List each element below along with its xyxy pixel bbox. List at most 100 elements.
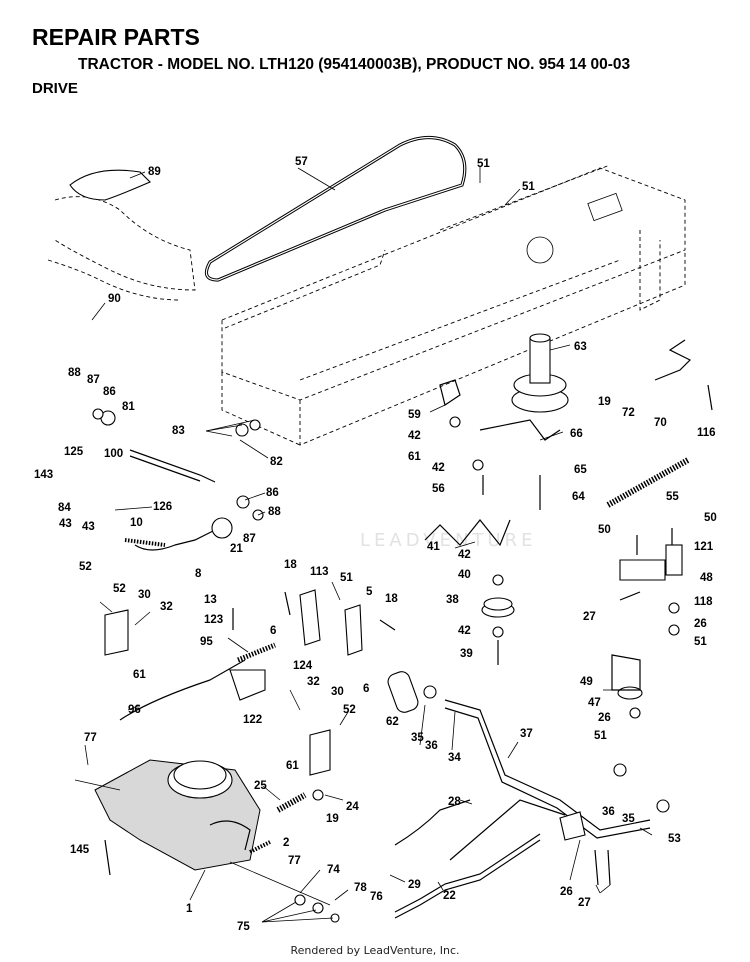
callout-30: 30 bbox=[331, 686, 344, 698]
callout-18: 18 bbox=[385, 593, 398, 605]
callout-74: 74 bbox=[327, 864, 340, 876]
callout-87: 87 bbox=[243, 533, 256, 545]
callout-121: 121 bbox=[694, 541, 714, 553]
callout-42: 42 bbox=[408, 430, 421, 442]
callout-51: 51 bbox=[340, 572, 353, 584]
callout-25: 25 bbox=[254, 780, 267, 792]
leader-lines bbox=[84, 167, 653, 923]
callout-labels: 89 57 51 51 90 63 19 72 70 116 88 87 86 … bbox=[34, 156, 717, 933]
callout-83: 83 bbox=[172, 425, 185, 437]
callout-35: 35 bbox=[411, 732, 424, 744]
callout-143: 143 bbox=[34, 469, 53, 481]
callout-89: 89 bbox=[148, 166, 161, 178]
callout-72: 72 bbox=[622, 407, 635, 419]
callout-41: 41 bbox=[427, 541, 440, 553]
callout-42: 42 bbox=[432, 462, 445, 474]
callout-95: 95 bbox=[200, 636, 213, 648]
callout-82: 82 bbox=[270, 456, 283, 468]
callout-100: 100 bbox=[104, 448, 123, 460]
clutch-pulley bbox=[511, 333, 569, 413]
callout-123: 123 bbox=[204, 614, 223, 626]
callout-61: 61 bbox=[408, 451, 421, 463]
callout-61: 61 bbox=[286, 760, 299, 772]
callout-116: 116 bbox=[697, 427, 716, 439]
idler-pulleys bbox=[481, 597, 643, 700]
section-label: DRIVE bbox=[32, 80, 78, 97]
callout-55: 55 bbox=[666, 491, 679, 503]
callout-34: 34 bbox=[448, 752, 461, 764]
callout-28: 28 bbox=[448, 796, 461, 808]
callout-81: 81 bbox=[122, 401, 135, 413]
callout-30: 30 bbox=[138, 589, 151, 601]
callout-37: 37 bbox=[520, 728, 533, 740]
callout-76: 76 bbox=[370, 891, 383, 903]
callout-40: 40 bbox=[458, 569, 471, 581]
callout-32: 32 bbox=[307, 676, 320, 688]
small-springs bbox=[124, 538, 307, 854]
callout-70: 70 bbox=[654, 417, 667, 429]
callout-26: 26 bbox=[560, 886, 573, 898]
callout-65: 65 bbox=[574, 464, 587, 476]
callout-13: 13 bbox=[204, 594, 217, 606]
callout-51: 51 bbox=[694, 636, 707, 648]
callout-86: 86 bbox=[266, 487, 279, 499]
callout-47: 47 bbox=[588, 697, 601, 709]
callout-49: 49 bbox=[580, 676, 593, 688]
callout-18: 18 bbox=[284, 559, 297, 571]
callout-77: 77 bbox=[84, 732, 97, 744]
brackets bbox=[104, 544, 683, 841]
callout-29: 29 bbox=[408, 879, 421, 891]
callout-43: 43 bbox=[59, 518, 72, 530]
callout-88: 88 bbox=[68, 367, 81, 379]
callout-50: 50 bbox=[598, 524, 611, 536]
callout-52: 52 bbox=[113, 583, 126, 595]
callout-10: 10 bbox=[130, 517, 143, 529]
model-subtitle: TRACTOR - MODEL NO. LTH120 (954140003B),… bbox=[78, 56, 631, 73]
callout-8: 8 bbox=[195, 568, 202, 580]
callout-52: 52 bbox=[79, 561, 92, 573]
callout-145: 145 bbox=[70, 844, 90, 856]
callout-113: 113 bbox=[310, 566, 329, 578]
callout-36: 36 bbox=[425, 740, 438, 752]
callout-51: 51 bbox=[477, 158, 490, 170]
callout-61: 61 bbox=[133, 669, 146, 681]
linkage-rods bbox=[119, 339, 692, 919]
callout-78: 78 bbox=[354, 882, 367, 894]
callout-19: 19 bbox=[326, 813, 339, 825]
callout-50: 50 bbox=[704, 512, 717, 524]
callout-36: 36 bbox=[602, 806, 615, 818]
callout-26: 26 bbox=[694, 618, 707, 630]
callout-48: 48 bbox=[700, 572, 713, 584]
callout-22: 22 bbox=[443, 890, 456, 902]
callout-53: 53 bbox=[668, 833, 681, 845]
callout-62: 62 bbox=[386, 716, 399, 728]
callout-96: 96 bbox=[128, 704, 141, 716]
callout-122: 122 bbox=[243, 714, 262, 726]
callout-21: 21 bbox=[230, 543, 243, 555]
seat-outline bbox=[47, 169, 196, 301]
callout-63: 63 bbox=[574, 341, 587, 353]
callout-87: 87 bbox=[87, 374, 100, 386]
callout-39: 39 bbox=[460, 648, 473, 660]
callout-126: 126 bbox=[153, 501, 172, 513]
callout-118: 118 bbox=[694, 596, 713, 608]
tractor-frame bbox=[221, 164, 686, 446]
small-hardware bbox=[92, 408, 680, 923]
callout-27: 27 bbox=[583, 611, 596, 623]
extension-spring bbox=[606, 457, 690, 508]
callout-1: 1 bbox=[186, 903, 193, 915]
callout-66: 66 bbox=[570, 428, 583, 440]
callout-51: 51 bbox=[594, 730, 607, 742]
callout-64: 64 bbox=[572, 491, 585, 503]
watermark-text: LEADVENTURE bbox=[360, 530, 537, 551]
callout-59: 59 bbox=[408, 409, 421, 421]
callout-43: 43 bbox=[82, 521, 95, 533]
callout-57: 57 bbox=[295, 156, 308, 168]
callout-2: 2 bbox=[283, 837, 289, 849]
callout-86: 86 bbox=[103, 386, 116, 398]
callout-90: 90 bbox=[108, 293, 121, 305]
bolts bbox=[104, 384, 713, 886]
transaxle bbox=[74, 759, 331, 906]
callout-38: 38 bbox=[446, 594, 459, 606]
